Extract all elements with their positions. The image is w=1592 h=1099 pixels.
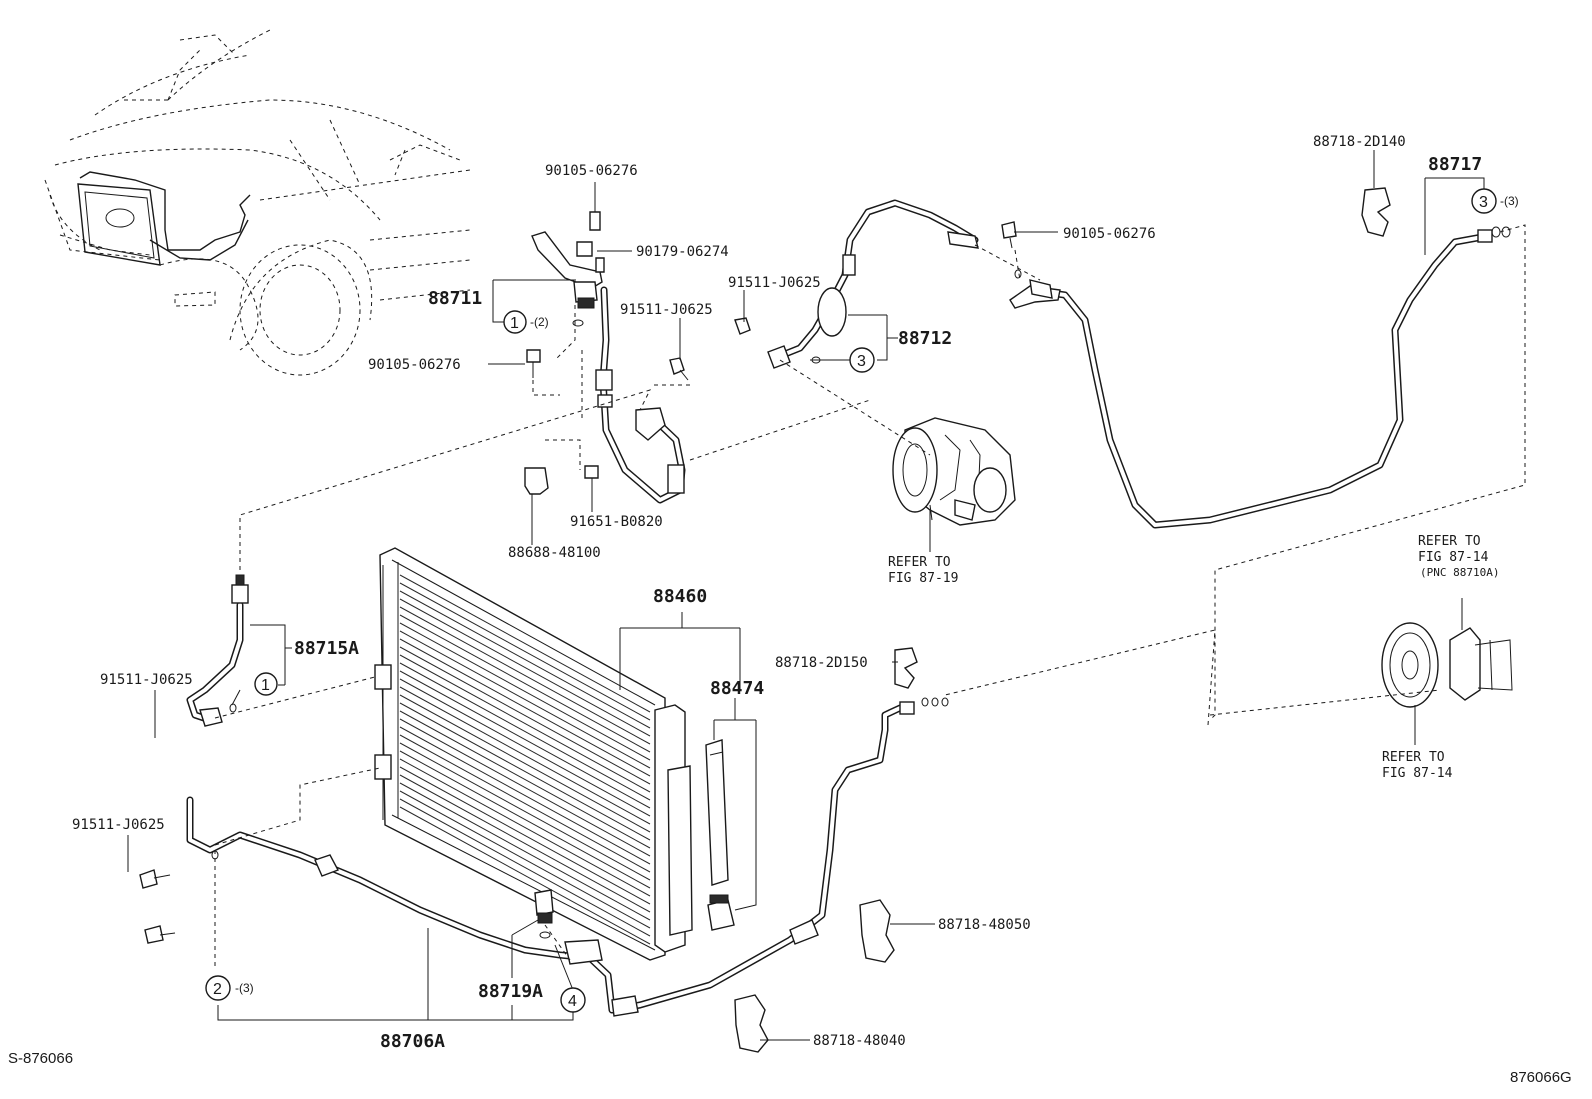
pipe-88706A-fittings [314,701,915,1017]
circle-callout-3-mid: 3 [849,347,875,373]
quantity-label: -(2) [530,315,549,329]
svg-text:2: 2 [213,981,222,998]
svg-text:3: 3 [857,353,866,370]
figure-id-left: S-876066 [8,1050,73,1067]
bracket-88688 [524,467,549,495]
part-label: 88719A [478,981,543,1002]
liquid-pipe-fittings [1009,229,1493,309]
pressure-switch-assembly [531,211,605,309]
refer-label: REFER TO [1382,750,1445,765]
part-label: 90105-06276 [545,163,638,179]
compressor [892,417,1016,526]
part-label: 88706A [380,1031,445,1052]
part-label: 88688-48100 [508,545,601,561]
leader-lines [127,150,1485,1041]
svg-text:1: 1 [261,677,270,694]
refer-label: FIG 87-14 [1382,766,1453,781]
circle-callout-1-low: 1 [254,672,278,696]
refer-label: FIG 87-14 [1418,550,1489,565]
bolts [139,221,1017,944]
pipe-fittings-upper [595,369,685,494]
part-label: 90105-06276 [1063,226,1156,242]
part-label: 91511-J0625 [100,672,193,688]
refer-label: REFER TO [1418,534,1481,549]
part-label: 88718-48050 [938,917,1031,933]
part-label: 88717 [1428,154,1482,175]
quantity-label: -(3) [235,981,254,995]
quantity-label: -(3) [1500,194,1519,208]
clip-88718-2D150 [894,647,918,689]
part-label: 90105-06276 [368,357,461,373]
desiccant-88474 [705,739,735,931]
part-label: 88460 [653,586,707,607]
assembly-lines [214,224,1526,970]
part-label: 90179-06274 [636,244,729,260]
part-label: 88474 [710,678,764,699]
part-label: 88711 [428,288,482,309]
vehicle-locator-sketch [44,29,471,376]
pressure-switch-88719A [534,889,554,939]
circle-callout-1-top: 1 [503,310,527,334]
part-label: 91651-B0820 [570,514,663,530]
compressor-clutch [1381,622,1513,708]
svg-text:4: 4 [568,993,577,1010]
part-label: 88715A [294,638,359,659]
refer-label: FIG 87-19 [888,571,958,586]
condenser-88460 [374,547,693,961]
refer-label: (PNC 88710A) [1420,566,1499,579]
figure-id-right: 876066G [1510,1069,1572,1086]
part-label: 91511-J0625 [620,302,713,318]
circle-callout-4: 4 [560,987,586,1013]
clip-88718-48050 [859,899,895,963]
part-label: 91511-J0625 [728,275,821,291]
part-label: 88718-48040 [813,1033,906,1049]
refer-label: REFER TO [888,555,951,570]
clip-88718-2D140 [1361,187,1391,237]
part-label: 88712 [898,328,952,349]
suction-hose-fittings [767,231,979,369]
circle-callout-2: 2 [205,975,231,1001]
svg-text:1: 1 [510,315,519,332]
part-label: 88718-2D150 [775,655,868,671]
clip-88718-48040 [734,994,769,1053]
pipe-88715A-fittings [199,574,249,727]
part-label: 88718-2D140 [1313,134,1406,150]
svg-text:3: 3 [1479,194,1488,211]
circle-callout-3-right: 3 [1471,188,1497,214]
part-label: 91511-J0625 [72,817,165,833]
